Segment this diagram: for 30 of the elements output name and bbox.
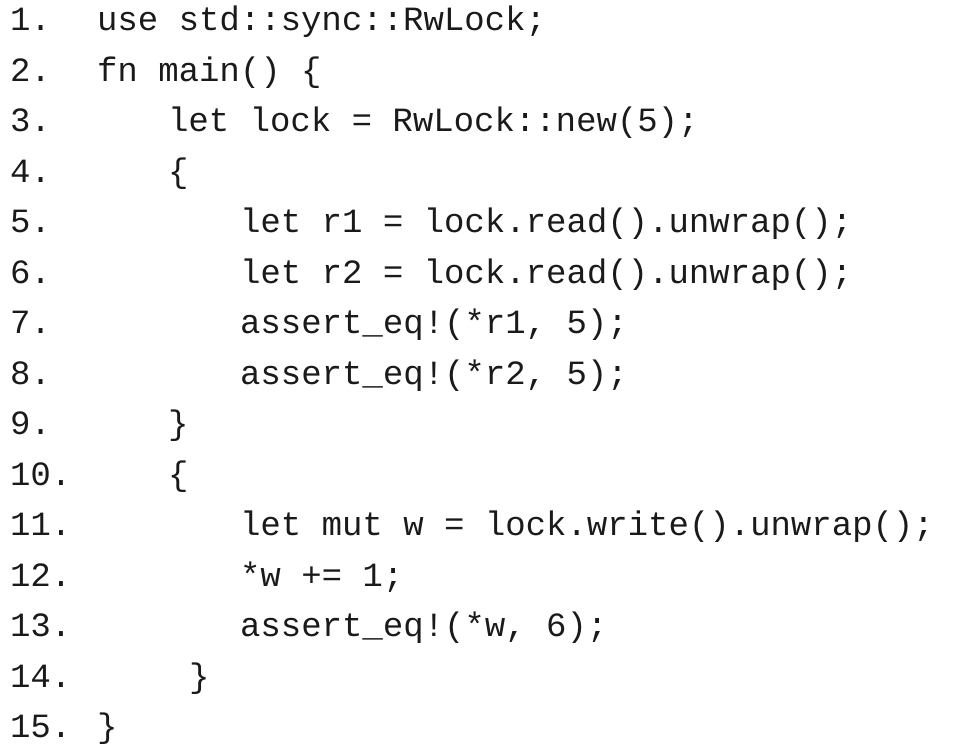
- code-line: fn main() {: [97, 52, 322, 92]
- line-number: 7.: [10, 305, 51, 345]
- line-number: 15.: [10, 709, 72, 749]
- line-number: 8.: [10, 356, 51, 396]
- line-number: 6.: [10, 254, 51, 294]
- code-line: *w += 1;: [240, 558, 404, 598]
- code-line: {: [168, 154, 188, 194]
- line-number: 2.: [10, 52, 51, 92]
- code-line: }: [97, 709, 118, 749]
- code-line: {: [168, 456, 188, 496]
- line-number: 4.: [10, 154, 51, 194]
- code-line: let lock = RwLock::new(5);: [168, 103, 698, 143]
- code-line: let mut w = lock.write().unwrap();: [240, 507, 934, 547]
- line-number: 13.: [10, 608, 72, 648]
- code-line: }: [189, 658, 210, 698]
- line-number: 3.: [10, 103, 51, 143]
- line-number: 10.: [10, 456, 72, 496]
- code-line: assert_eq!(*w, 6);: [240, 608, 608, 648]
- code-line: assert_eq!(*r1, 5);: [240, 305, 628, 345]
- code-line: assert_eq!(*r2, 5);: [240, 356, 628, 396]
- code-line: let r2 = lock.read().unwrap();: [240, 254, 852, 294]
- line-number: 1.: [10, 2, 51, 42]
- code-line: }: [168, 406, 188, 446]
- line-number: 11.: [10, 507, 72, 547]
- line-number: 14.: [10, 658, 72, 698]
- line-number: 5.: [10, 204, 51, 244]
- line-number: 9.: [10, 406, 51, 446]
- code-line: use std::sync::RwLock;: [97, 2, 546, 42]
- code-line: let r1 = lock.read().unwrap();: [240, 204, 852, 244]
- line-number: 12.: [10, 558, 72, 598]
